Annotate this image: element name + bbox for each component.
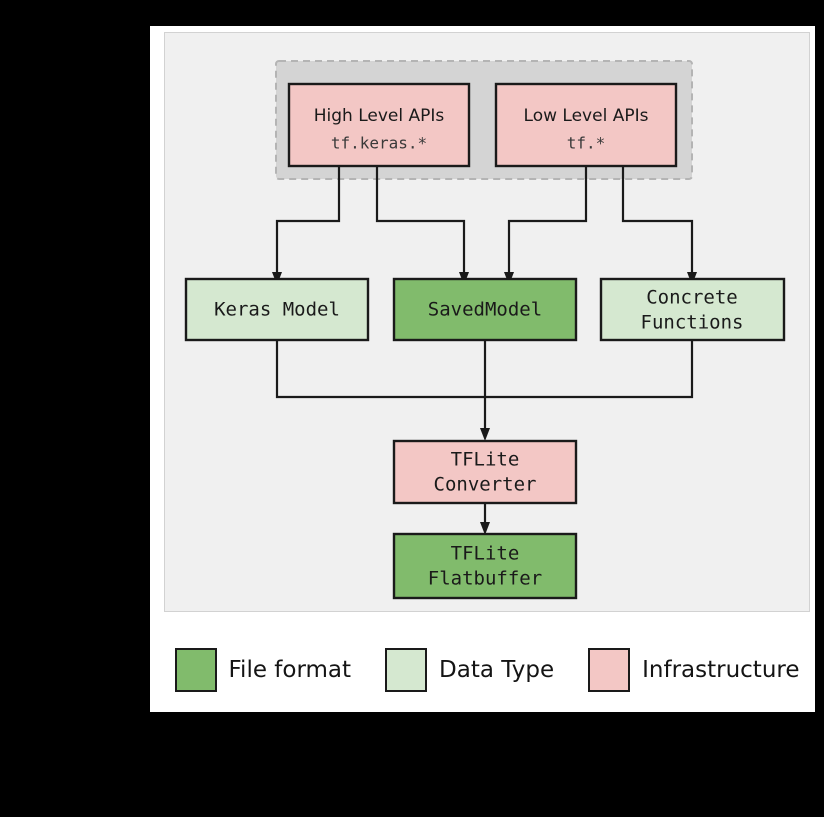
legend-item-file-format: File format bbox=[174, 648, 352, 692]
node-tflite-converter-label-line1: TFLite bbox=[451, 449, 520, 471]
node-concrete-functions-label-line2: Functions bbox=[641, 312, 744, 334]
node-low-level-apis-label: Low Level APIs bbox=[524, 106, 649, 126]
legend-label-infrastructure: Infrastructure bbox=[642, 657, 800, 683]
legend-label-data-type: Data Type bbox=[439, 657, 555, 683]
legend-label-file-format: File format bbox=[228, 657, 352, 683]
node-low-level-apis[interactable] bbox=[494, 82, 678, 168]
connector-low-level-to-saved-model bbox=[507, 166, 588, 273]
legend-item-data-type: Data Type bbox=[385, 648, 554, 692]
diagram-card: High Level APIs tf.keras.* Low Level API… bbox=[150, 26, 815, 712]
arrowhead-tflite-flatbuffer bbox=[480, 522, 490, 535]
legend-swatch-data-type bbox=[385, 648, 428, 692]
connector-low-level-to-concrete-functions bbox=[621, 166, 694, 273]
node-concrete-functions-label-line1: Concrete bbox=[646, 287, 738, 309]
node-tflite-flatbuffer[interactable] bbox=[392, 532, 578, 600]
node-tflite-flatbuffer-label-line2: Flatbuffer bbox=[428, 568, 542, 590]
node-saved-model-label: SavedModel bbox=[428, 299, 542, 321]
connector-high-level-to-keras-model bbox=[275, 166, 341, 273]
legend-swatch-file-format bbox=[174, 648, 217, 692]
node-tflite-converter-label-line2: Converter bbox=[434, 474, 537, 496]
legend: File format Data Type Infrastructure bbox=[164, 634, 810, 706]
node-keras-model-label: Keras Model bbox=[214, 299, 340, 321]
node-high-level-apis-label: High Level APIs bbox=[314, 106, 445, 126]
flow-diagram: High Level APIs tf.keras.* Low Level API… bbox=[184, 60, 786, 600]
node-keras-model[interactable] bbox=[184, 277, 370, 342]
node-tflite-flatbuffer-label-line1: TFLite bbox=[451, 543, 520, 565]
node-low-level-apis-sublabel: tf.* bbox=[567, 134, 606, 153]
node-high-level-apis[interactable] bbox=[287, 82, 471, 168]
diagram-panel: High Level APIs tf.keras.* Low Level API… bbox=[164, 32, 810, 612]
node-high-level-apis-sublabel: tf.keras.* bbox=[331, 134, 427, 153]
node-saved-model[interactable] bbox=[392, 277, 578, 342]
node-tflite-converter[interactable] bbox=[392, 439, 578, 505]
node-concrete-functions[interactable] bbox=[599, 277, 786, 342]
legend-swatch-infrastructure bbox=[588, 648, 631, 692]
arrowhead-tflite-converter bbox=[480, 428, 490, 441]
connector-high-level-to-saved-model bbox=[375, 166, 466, 273]
legend-item-infrastructure: Infrastructure bbox=[588, 648, 800, 692]
